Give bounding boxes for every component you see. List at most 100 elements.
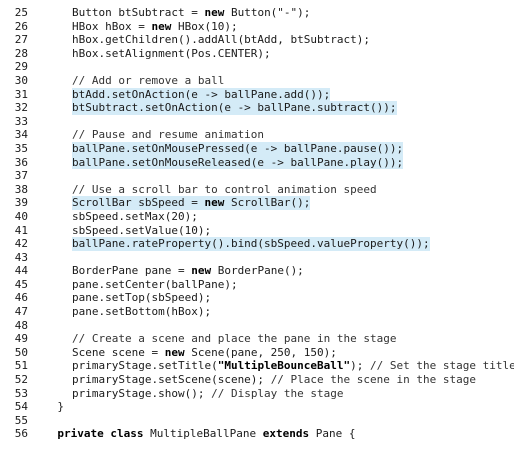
code-token: Scene(pane, 250, 150); [184, 345, 337, 359]
code-token: ballPane.setOnMouseReleased(e -> ballPan… [72, 155, 404, 169]
code-token: Button("-"); [224, 6, 311, 19]
code-text: ballPane.setOnMousePressed(e -> ballPane… [72, 141, 404, 156]
code-text: primaryStage.show(); // Display the stag… [72, 387, 344, 401]
code-text: sbSpeed.setValue(10); [72, 224, 211, 238]
code-text: BorderPane pane = new BorderPane(); [72, 264, 304, 278]
code-token: hBox.getChildren().addAll(btAdd, btSubtr… [72, 33, 371, 47]
code-comment: // Pause and resume animation [72, 128, 265, 142]
code-token: Pane { [309, 427, 356, 441]
code-token: MultipleBallPane [143, 427, 263, 441]
code-token: } [57, 400, 65, 414]
line-number: 52 [14, 373, 28, 387]
code-text: ballPane.setOnMouseReleased(e -> ballPan… [72, 155, 404, 170]
code-token: pane.setCenter(ballPane); [72, 277, 238, 291]
code-line: 37 [0, 169, 514, 183]
code-token: primaryStage.setScene(scene); [72, 373, 271, 387]
line-number: 27 [14, 33, 28, 47]
line-number: 32 [14, 101, 28, 115]
code-line: 55 [0, 414, 514, 428]
code-line: 30// Add or remove a ball [0, 74, 514, 88]
line-number: 49 [14, 332, 28, 346]
code-keyword: private class [57, 427, 144, 441]
code-token: btAdd.setOnAction(e -> ballPane.add()); [72, 87, 331, 101]
code-text: hBox.getChildren().addAll(btAdd, btSubtr… [72, 33, 370, 47]
code-line: 34 // Pause and resume animation [0, 128, 514, 142]
code-token: ); [350, 359, 371, 373]
code-comment: // Place the scene in the stage [270, 373, 476, 387]
code-line: 32 btSubtract.setOnAction(e -> ballPane.s… [0, 101, 514, 115]
code-token: ballPane.setOnMousePressed(e -> ballPane… [72, 141, 404, 155]
code-line: 25 Button btSubtract = new Button("-"); [0, 6, 514, 20]
line-number: 35 [14, 141, 28, 155]
line-number: 51 [14, 359, 28, 373]
code-token: primaryStage.show(); [72, 386, 212, 400]
code-line: 53 primaryStage.show(); // Display the st… [0, 387, 514, 401]
code-text: // Add or remove a ball [72, 74, 224, 88]
code-line: 44 BorderPane pane = new BorderPane(); [0, 264, 514, 278]
code-text: // Create a scene and place the pane in … [72, 332, 397, 346]
code-keyword: extends [262, 427, 310, 441]
code-line: 27 hBox.getChildren().addAll(btAdd, btSub… [0, 33, 514, 47]
code-text: sbSpeed.setMax(20); [72, 210, 198, 224]
code-line: 50 Scene scene = new Scene(pane, 250, 150… [0, 346, 514, 360]
code-keyword: new [204, 6, 225, 19]
line-number: 39 [14, 196, 28, 210]
code-token: sbSpeed.setMax(20); [72, 209, 198, 223]
line-number: 36 [14, 155, 28, 169]
code-text: } [57, 400, 64, 414]
code-token: HBox hBox = [72, 19, 152, 33]
line-number: 53 [14, 386, 28, 400]
code-line: 54} [0, 400, 514, 414]
code-token: BorderPane pane = [72, 264, 192, 278]
code-text: // Use a scroll bar to control animation… [72, 183, 377, 197]
code-token: pane.setBottom(hBox); [72, 305, 212, 319]
code-line: 45 pane.setCenter(ballPane); [0, 278, 514, 292]
line-number: 34 [14, 128, 28, 142]
code-line: 48 [0, 319, 514, 333]
code-text: hBox.setAlignment(Pos.CENTER); [72, 47, 271, 61]
code-text: HBox hBox = new HBox(10); [72, 20, 238, 34]
code-text: btAdd.setOnAction(e -> ballPane.add()); [72, 87, 331, 102]
code-text: ballPane.rateProperty().bind(sbSpeed.val… [72, 237, 430, 251]
code-line: 28 hBox.setAlignment(Pos.CENTER); [0, 47, 514, 61]
line-number: 25 [14, 6, 28, 19]
code-text: private class MultipleBallPane extends P… [57, 427, 355, 441]
code-text: ScrollBar sbSpeed = new ScrollBar(); [72, 196, 311, 210]
code-text: pane.setTop(sbSpeed); [72, 291, 211, 305]
line-number: 42 [14, 237, 28, 251]
code-token: ballPane.rateProperty().bind(sbSpeed.val… [72, 237, 430, 251]
code-text: pane.setCenter(ballPane); [72, 278, 238, 292]
line-number: 44 [14, 264, 28, 278]
code-text: pane.setBottom(hBox); [72, 305, 211, 319]
code-text: Button btSubtract = new Button("-"); [72, 6, 310, 20]
line-number: 37 [14, 169, 28, 183]
line-number: 38 [14, 182, 28, 196]
line-number: 33 [14, 114, 28, 128]
code-text: Scene scene = new Scene(pane, 250, 150); [72, 346, 337, 360]
code-keyword: new [164, 345, 185, 359]
code-keyword: new [204, 196, 225, 210]
code-line: 43 [0, 251, 514, 265]
code-comment: // Display the stage [211, 386, 344, 400]
line-number: 50 [14, 345, 28, 359]
code-token: "MultipleBounceBall" [217, 359, 351, 373]
code-line: 52 primaryStage.setScene(scene); // Place… [0, 373, 514, 387]
code-text: btSubtract.setOnAction(e -> ballPane.sub… [72, 101, 397, 115]
code-token: btSubtract.setOnAction(e -> ballPane.sub… [72, 101, 397, 115]
code-line: 36 ballPane.setOnMouseReleased(e -> ballP… [0, 155, 514, 170]
code-comment: // Create a scene and place the pane in … [72, 332, 397, 346]
code-comment: // Add or remove a ball [72, 73, 225, 87]
code-comment: // Use a scroll bar to control animation… [72, 182, 377, 196]
line-number: 45 [14, 277, 28, 291]
code-line: 49 // Create a scene and place the pane i… [0, 332, 514, 346]
line-number: 48 [14, 318, 28, 332]
code-keyword: new [151, 19, 172, 33]
line-number: 28 [14, 46, 28, 60]
code-line: 42 ballPane.rateProperty().bind(sbSpeed.v… [0, 237, 514, 251]
line-number: 26 [14, 19, 28, 33]
